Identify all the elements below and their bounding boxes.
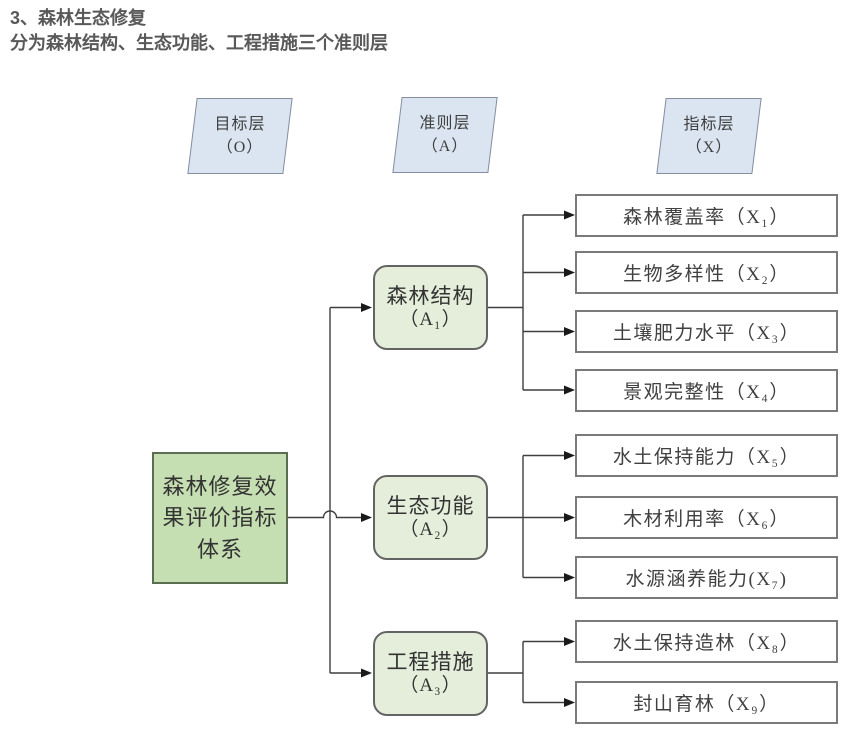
arrow-into-x8-icon (564, 637, 575, 646)
arrow-into-a1-icon (361, 303, 372, 312)
criterion-a2-code: （A₂） (399, 519, 462, 541)
goal-line-2: 果评价指标 (162, 505, 278, 531)
criterion-a3-code: （A₃） (399, 675, 462, 697)
arrow-into-x6-icon (564, 513, 575, 522)
section-title: 3、森林生态修复 (10, 8, 147, 28)
arrow-into-x4-icon (564, 385, 575, 395)
indicator-box-x2: 生物多样性（X₂） (575, 251, 838, 294)
stage-indicator-code: （X） (685, 139, 733, 156)
arrow-into-x7-icon (564, 573, 575, 582)
arrow-into-x3-icon (564, 327, 575, 336)
indicator-box-x6: 木材利用率（X₆） (575, 496, 838, 539)
criterion-a3-name: 工程措施 (386, 649, 475, 674)
criterion-box-a2: 生态功能 （A₂） (373, 475, 488, 560)
arrow-into-x1-icon (564, 210, 575, 220)
stage-indicator-label: 指标层 (683, 115, 735, 133)
arrow-into-x2-icon (564, 268, 575, 277)
goal-box: 森林修复效 果评价指标 体系 (152, 452, 288, 584)
indicator-box-x1: 森林覆盖率（X₁） (575, 193, 838, 237)
indicator-box-x9: 封山育林（X₉） (575, 681, 838, 724)
stage-criteria-label: 准则层 (419, 114, 471, 132)
criterion-a1-code: （A₁） (399, 309, 462, 331)
goal-to-a2-line (288, 510, 362, 519)
stage-goal-label: 目标层 (214, 115, 266, 133)
heading-block: 3、森林生态修复 分为森林结构、生态功能、工程措施三个准则层 (10, 6, 388, 56)
stage-criteria-code: （A） (421, 138, 469, 155)
criterion-box-a3: 工程措施 （A₃） (373, 631, 488, 716)
criterion-a2-name: 生态功能 (386, 493, 475, 518)
goal-line-1: 森林修复效 (162, 474, 278, 500)
arrow-into-x5-icon (564, 451, 575, 460)
indicator-box-x4: 景观完整性（X₄） (575, 368, 838, 412)
section-subtitle: 分为森林结构、生态功能、工程措施三个准则层 (10, 33, 388, 53)
arrow-into-a2-icon (361, 513, 372, 522)
indicator-box-x5: 水土保持能力（X₅） (575, 434, 838, 477)
indicator-box-x3: 土壤肥力水平（X₃） (575, 310, 838, 353)
arrow-into-x9-icon (564, 698, 575, 707)
stage-goal-code: （O） (216, 139, 264, 156)
indicator-box-x8: 水土保持造林（X₈） (575, 620, 838, 663)
arrow-into-a3-icon (361, 668, 372, 678)
stage-label-goal-layer: 目标层 （O） (187, 98, 293, 174)
criterion-a1-name: 森林结构 (386, 283, 475, 308)
criterion-box-a1: 森林结构 （A₁） (373, 265, 488, 350)
indicator-box-x7: 水源涵养能力(X₇) (575, 556, 838, 599)
stage-label-criteria-layer: 准则层 （A） (392, 97, 498, 173)
stage-label-indicator-layer: 指标层 （X） (656, 98, 762, 174)
goal-line-3: 体系 (196, 536, 243, 562)
